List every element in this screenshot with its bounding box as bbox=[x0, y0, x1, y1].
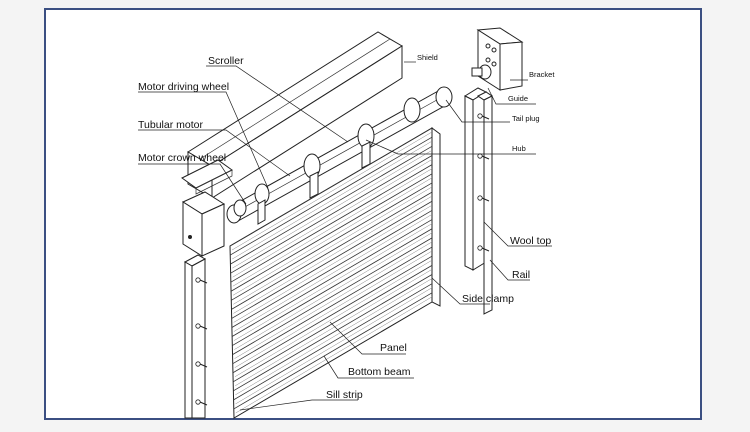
panel-slat-edge bbox=[234, 241, 433, 359]
shield-box bbox=[187, 31, 403, 199]
panel-slat bbox=[229, 127, 433, 247]
panel-slat bbox=[230, 136, 433, 256]
motor-end-box bbox=[181, 191, 226, 257]
panel-slat bbox=[233, 283, 433, 401]
screw bbox=[195, 323, 201, 329]
panel-slat-edge bbox=[235, 269, 433, 387]
panel-slat bbox=[232, 228, 433, 346]
label-bottom-beam: Bottom beam bbox=[348, 366, 411, 378]
panel-slat bbox=[233, 274, 433, 392]
screw-shaft bbox=[199, 279, 208, 284]
label-guide: Guide bbox=[508, 94, 528, 103]
panel-slat bbox=[233, 292, 433, 410]
panel-slat-edge bbox=[232, 150, 433, 269]
panel-slat bbox=[232, 255, 433, 374]
panel-slat bbox=[230, 173, 433, 292]
panel-slat-edge bbox=[233, 214, 433, 332]
screw-shaft bbox=[481, 197, 490, 202]
panel-slat-edge bbox=[231, 131, 433, 251]
screw bbox=[477, 245, 483, 251]
right-rail bbox=[463, 87, 493, 315]
label-hub: Hub bbox=[512, 144, 526, 153]
panel-slat bbox=[231, 210, 433, 328]
panel-slat-edge bbox=[232, 168, 433, 287]
panel-slat bbox=[230, 145, 433, 265]
panel-slats bbox=[229, 127, 433, 414]
screw bbox=[195, 399, 201, 405]
panel-slat-edge bbox=[235, 296, 433, 414]
label-motor-driving-wheel: Motor driving wheel bbox=[138, 81, 229, 93]
label-panel: Panel bbox=[380, 342, 407, 354]
screw-shaft bbox=[481, 115, 490, 120]
label-tubular-motor: Tubular motor bbox=[138, 119, 203, 131]
screw-shaft bbox=[199, 363, 208, 368]
panel-slat-edge bbox=[233, 186, 433, 305]
roller-tube bbox=[226, 86, 453, 225]
label-scroller: Scroller bbox=[208, 55, 244, 67]
label-shield: Shield bbox=[417, 53, 438, 62]
label-tail-plug: Tail plug bbox=[512, 114, 540, 123]
left-rail bbox=[183, 254, 208, 419]
panel-slat bbox=[230, 155, 433, 274]
panel-slat-edge bbox=[232, 177, 433, 296]
panel-slat-edge bbox=[232, 140, 433, 260]
screw bbox=[195, 361, 201, 367]
panel-slat bbox=[230, 164, 433, 283]
screw bbox=[477, 195, 483, 201]
end-bracket bbox=[471, 27, 524, 91]
label-motor-crown-wheel: Motor crown wheel bbox=[138, 152, 226, 164]
panel-slat bbox=[232, 265, 433, 383]
panel-slat-edge bbox=[234, 250, 433, 368]
screw-shaft bbox=[481, 155, 490, 160]
screw-shaft bbox=[481, 247, 490, 252]
screw-shaft bbox=[199, 401, 208, 406]
label-bracket: Bracket bbox=[529, 70, 555, 79]
motor-bracket-plate bbox=[181, 159, 233, 195]
panel-slat bbox=[232, 246, 433, 365]
leader-lines bbox=[138, 61, 552, 411]
label-rail: Rail bbox=[512, 269, 530, 281]
panel-slat-edge bbox=[235, 287, 433, 405]
label-side-clamp: Side clamp bbox=[462, 293, 514, 305]
panel-slat bbox=[231, 219, 433, 337]
screw bbox=[477, 113, 483, 119]
panel-slat-edge bbox=[233, 195, 433, 314]
label-sill-strip: Sill strip bbox=[326, 389, 363, 401]
panel-slat bbox=[231, 191, 433, 310]
label-wool-top: Wool top bbox=[510, 235, 551, 247]
panel-slat-edge bbox=[235, 278, 433, 396]
panel-slat-edge bbox=[233, 223, 433, 341]
screw-shaft bbox=[199, 325, 208, 330]
panel-slat-edge bbox=[232, 159, 433, 278]
panel-slat bbox=[231, 200, 433, 319]
screw bbox=[195, 277, 201, 283]
panel-slat bbox=[232, 237, 433, 355]
panel-slat bbox=[231, 182, 433, 301]
panel-slat-edge bbox=[234, 232, 433, 350]
screw bbox=[477, 153, 483, 159]
panel-slat-edge bbox=[233, 205, 433, 323]
panel-slat-edge bbox=[234, 259, 433, 377]
